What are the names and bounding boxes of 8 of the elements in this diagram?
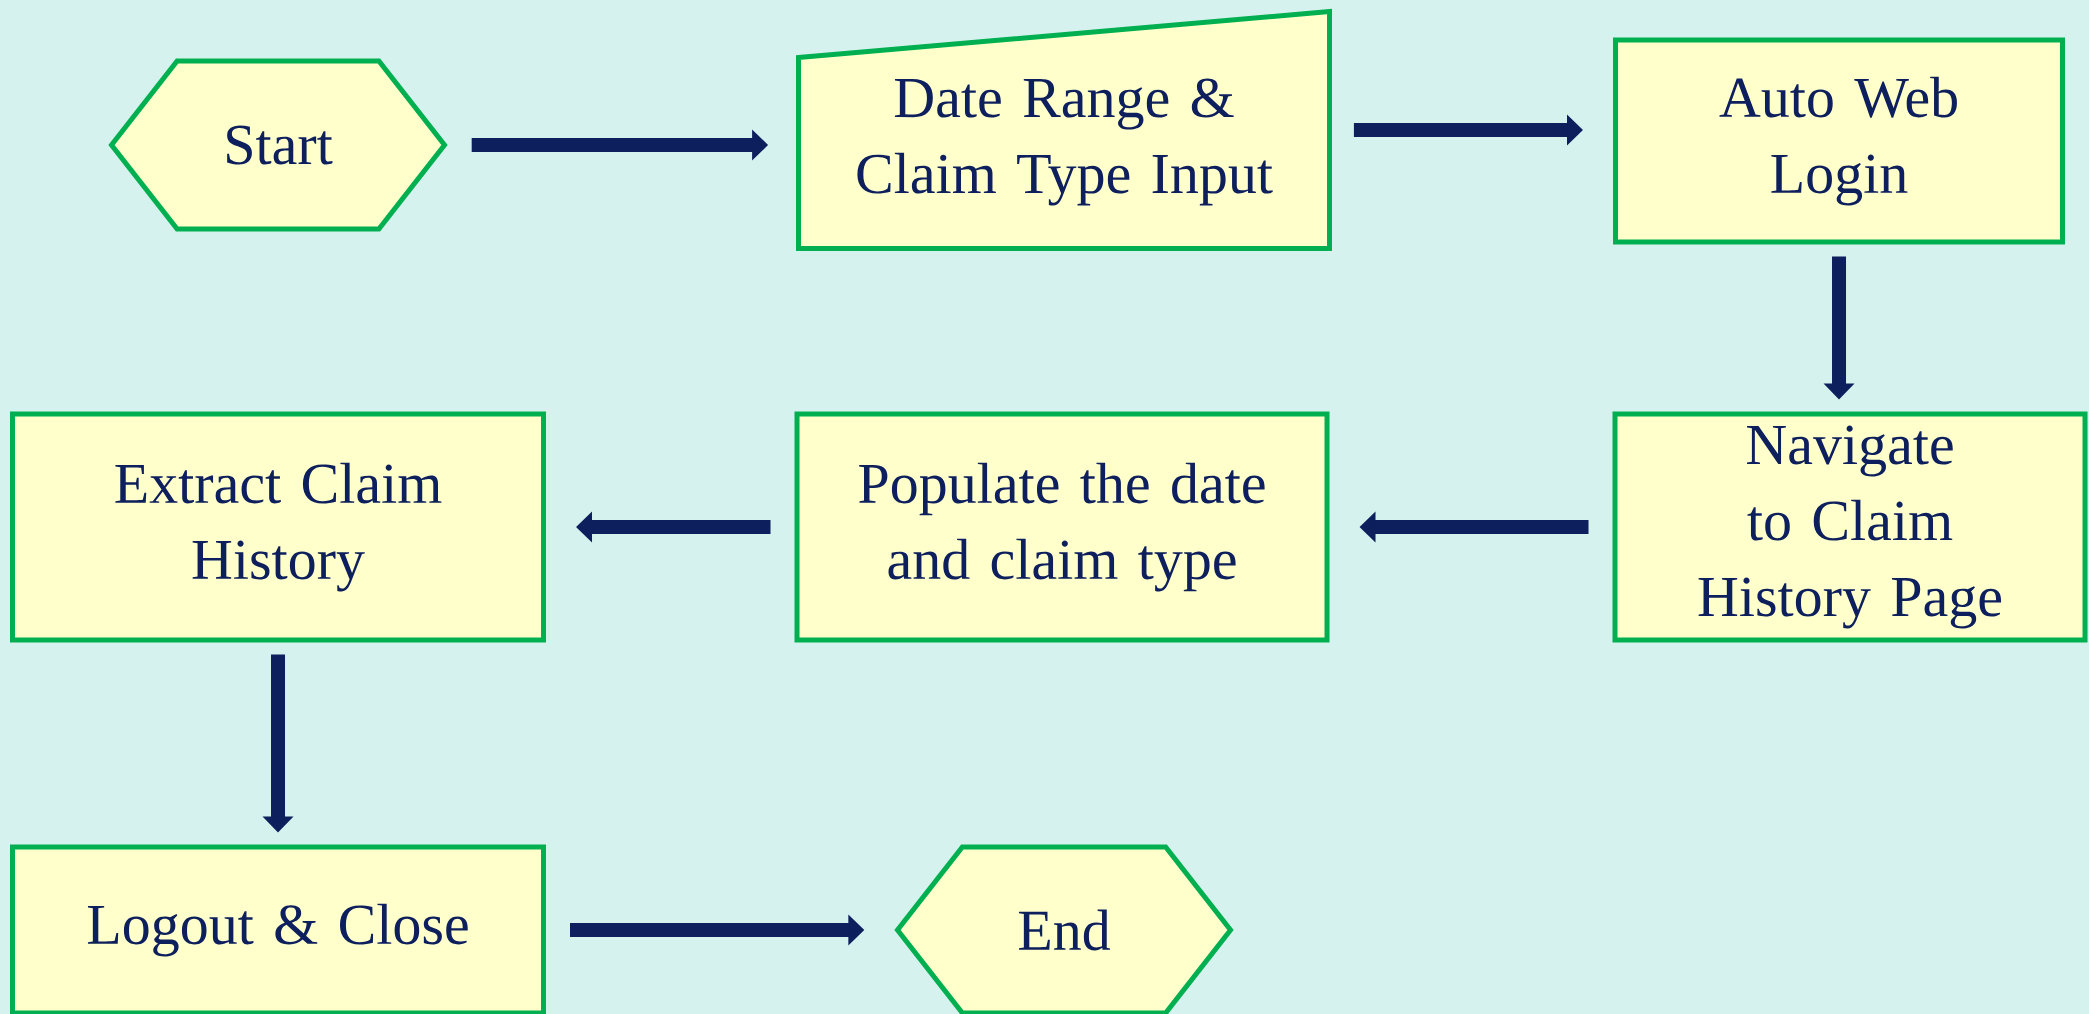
process-box: Navigate to Claim History Page [1612, 411, 2088, 643]
process-box: Extract Claim History [10, 411, 546, 643]
terminal-hexagon: Start [108, 58, 448, 232]
terminal-hexagon: End [894, 844, 1234, 1014]
process-box: Auto Web Login [1613, 37, 2065, 245]
manual-input-box: Date Range & Claim Type Input [796, 8, 1332, 251]
process-box: Logout & Close [10, 844, 546, 1014]
process-box: Populate the date and claim type [794, 411, 1330, 643]
